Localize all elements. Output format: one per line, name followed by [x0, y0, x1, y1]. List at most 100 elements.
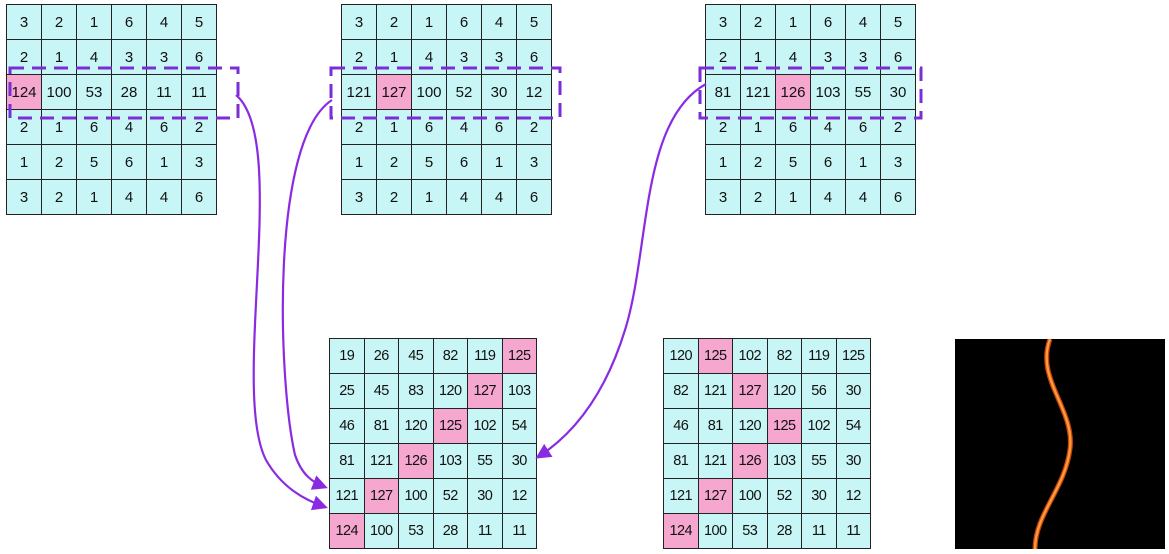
accumulated-cell: 30	[502, 444, 537, 479]
grid-2-cell: 1	[412, 180, 447, 215]
accumulated-cell: 124	[330, 514, 365, 549]
grid-3-cell: 3	[706, 5, 741, 40]
grid-1-cell: 1	[77, 5, 112, 40]
grid-2-cell: 6	[447, 5, 482, 40]
grid-2-cell: 12	[517, 75, 552, 110]
grid-1-cell: 28	[112, 75, 147, 110]
grid-1-cell: 5	[77, 145, 112, 180]
traced-cell: 11	[836, 514, 871, 549]
grid-2-cell: 4	[482, 180, 517, 215]
accumulated-cell: 102	[468, 409, 503, 444]
grid-1-cell: 1	[42, 110, 77, 145]
accumulated-cell: 46	[330, 409, 365, 444]
traced-cell: 100	[733, 479, 768, 514]
grid-2-cell: 2	[377, 180, 412, 215]
grid-1-cell: 2	[182, 110, 217, 145]
grid-3-cell: 6	[811, 5, 846, 40]
traced-cell: 30	[802, 479, 837, 514]
arrow-grid1-to-accumulated	[235, 94, 328, 511]
traced-cell: 81	[664, 444, 699, 479]
grid-3-cell: 6	[881, 180, 916, 215]
grid-3-cell: 6	[846, 110, 881, 145]
traced-cell: 54	[836, 409, 871, 444]
arrow-grid2-to-accumulated	[281, 99, 333, 490]
grid-2-cell: 127	[377, 75, 412, 110]
accumulated-cell: 119	[468, 339, 503, 374]
grid-1-cell: 1	[7, 145, 42, 180]
dashed-row-box-1	[8, 66, 240, 120]
grid-2-cell: 6	[482, 110, 517, 145]
accumulated-cell: 55	[468, 444, 503, 479]
grid-1-cell: 53	[77, 75, 112, 110]
grid-3-cell: 2	[741, 5, 776, 40]
traced-cell: 28	[767, 514, 802, 549]
accumulated-cell: 100	[364, 514, 399, 549]
grid-3-cell: 6	[811, 145, 846, 180]
accumulated-cell: 11	[468, 514, 503, 549]
traced-cell: 124	[664, 514, 699, 549]
grid-1-cell: 11	[182, 75, 217, 110]
accumulated-cell: 45	[364, 374, 399, 409]
grid-3-cell: 2	[741, 180, 776, 215]
grid-1-cell: 2	[42, 5, 77, 40]
traced-cell: 46	[664, 409, 699, 444]
grid-2-cell: 3	[517, 145, 552, 180]
grid-2-cell: 5	[517, 5, 552, 40]
traced-cell: 100	[698, 514, 733, 549]
grid-3-cell: 103	[811, 75, 846, 110]
grid-3-cell: 5	[776, 145, 811, 180]
traced-cell: 103	[767, 444, 802, 479]
grid-3-cell: 5	[881, 5, 916, 40]
traced-cell: 120	[733, 409, 768, 444]
accumulated-cell: 81	[364, 409, 399, 444]
traced-cell: 121	[664, 479, 699, 514]
accumulated-cell: 81	[330, 444, 365, 479]
curve-glow	[1032, 338, 1073, 550]
traced-cell: 30	[836, 444, 871, 479]
grid-1-cell: 3	[7, 5, 42, 40]
traced-cell: 125	[698, 339, 733, 374]
traced-cell: 125	[767, 409, 802, 444]
grid-3-cell: 126	[776, 75, 811, 110]
grid-2-cell: 1	[482, 145, 517, 180]
grid-1-cell: 6	[112, 145, 147, 180]
accumulated-cell: 82	[433, 339, 468, 374]
dashed-row-box-2	[329, 66, 562, 120]
grid-3-cell: 3	[881, 145, 916, 180]
traced-cell: 119	[802, 339, 837, 374]
traced-cell: 30	[836, 374, 871, 409]
grid-2-cell: 3	[342, 5, 377, 40]
grid-1-cell: 4	[147, 5, 182, 40]
grid-2-cell: 5	[412, 145, 447, 180]
grid-1-cell: 6	[112, 5, 147, 40]
grid-3-cell: 30	[881, 75, 916, 110]
grid-2-cell: 1	[412, 5, 447, 40]
accumulated-cell: 121	[330, 479, 365, 514]
grid-2-cell: 4	[447, 110, 482, 145]
accumulated-cell: 19	[330, 339, 365, 374]
traced-cell: 53	[733, 514, 768, 549]
accumulated-cell: 103	[502, 374, 537, 409]
grid-3-cell: 1	[706, 145, 741, 180]
accumulated-cell: 120	[433, 374, 468, 409]
grid-2-cell: 6	[517, 180, 552, 215]
accumulated-cell: 127	[468, 374, 503, 409]
accumulated-cell: 125	[502, 339, 537, 374]
grid-1-cell: 3	[182, 145, 217, 180]
accumulated-cell: 120	[399, 409, 434, 444]
accumulated-cell: 126	[399, 444, 434, 479]
traced-cell: 102	[802, 409, 837, 444]
grid-3-cell: 1	[776, 5, 811, 40]
accumulated-cell: 12	[502, 479, 537, 514]
grid-3-cell: 2	[741, 145, 776, 180]
detected-curve	[1033, 338, 1072, 550]
grid-1-cell: 6	[147, 110, 182, 145]
grid-1-cell: 2	[7, 110, 42, 145]
traced-cell: 120	[767, 374, 802, 409]
grid-1-cell: 4	[147, 180, 182, 215]
traced-cell: 56	[802, 374, 837, 409]
grid-3-cell: 1	[741, 40, 776, 75]
